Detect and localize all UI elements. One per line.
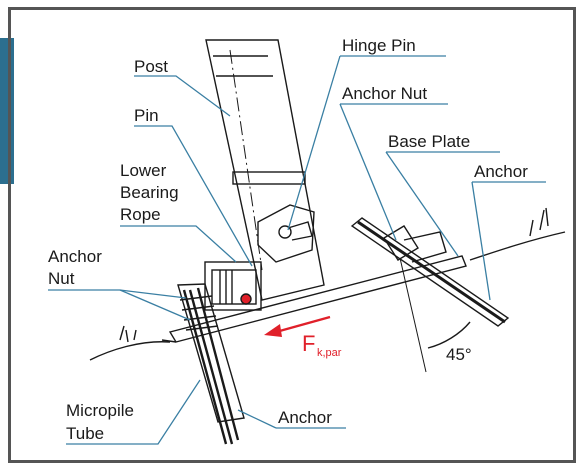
base-plate-shape (168, 255, 467, 343)
hinge-pin-shaft (287, 221, 313, 241)
label-lower-bearing-1: Lower (120, 161, 167, 180)
label-micropile-2: Tube (66, 424, 104, 443)
drawing-geometry (89, 39, 566, 445)
label-base-plate: Base Plate (388, 132, 470, 151)
diagram-border (8, 7, 576, 463)
force-arrow (264, 315, 331, 337)
leader-micropile-tube (66, 379, 201, 445)
leader-anchor-nut-left-a (48, 289, 187, 299)
post-centerline (229, 49, 263, 271)
hinge-pin-circle (278, 225, 292, 239)
post-shape (205, 39, 325, 301)
leader-anchor-right (471, 181, 491, 301)
threaded-anchor-right (357, 220, 506, 324)
micropile-tube (177, 283, 245, 423)
label-anchor-bottom: Anchor (278, 408, 332, 427)
label-post: Post (134, 57, 168, 76)
post-collar (232, 171, 306, 185)
anchor-nut-stack (179, 295, 219, 331)
label-pin: Pin (134, 106, 159, 125)
label-micropile-1: Micropile (66, 401, 134, 420)
ground-right (469, 231, 566, 261)
leader-anchor-nut-right (339, 103, 397, 241)
grass-left (119, 325, 137, 343)
leader-base-plate (385, 151, 459, 257)
leader-lines (48, 55, 546, 445)
label-hinge-pin: Hinge Pin (342, 36, 416, 55)
threaded-anchor-left (182, 287, 240, 445)
vertical-ref-line (399, 257, 427, 373)
anchor-nut-right-shape (383, 225, 419, 261)
label-anchor-nut-right: Anchor Nut (342, 84, 427, 103)
bearing-inner (211, 269, 257, 305)
grass-right (529, 207, 549, 237)
angle-arc (427, 321, 471, 349)
leader-lower-bearing (120, 225, 237, 263)
label-force: F (302, 331, 315, 356)
ground-left (89, 341, 171, 361)
leader-hinge-pin (287, 55, 341, 231)
hinge-plate (257, 204, 315, 263)
leader-pin (134, 125, 253, 267)
label-lower-bearing-3: Rope (120, 205, 161, 224)
label-anchor-nut-left-2: Nut (48, 269, 75, 288)
base-plate-clamp (403, 231, 447, 263)
bearing-housing (204, 261, 262, 311)
label-angle: 45° (446, 345, 472, 364)
label-force-subscript: k,par (317, 347, 342, 359)
plate-edge (161, 339, 177, 343)
leader-post (134, 75, 231, 117)
label-anchor-nut-left-1: Anchor (48, 247, 102, 266)
label-anchor-right: Anchor (474, 162, 528, 181)
force-arrow-shaft (275, 315, 331, 334)
force-arrow-head (264, 324, 282, 337)
leader-anchor-nut-left-b (119, 289, 191, 321)
leader-anchor-bottom (237, 409, 277, 429)
anchor-tube-right (350, 217, 510, 327)
label-lower-bearing-2: Bearing (120, 183, 179, 202)
pin-dot (240, 293, 252, 305)
